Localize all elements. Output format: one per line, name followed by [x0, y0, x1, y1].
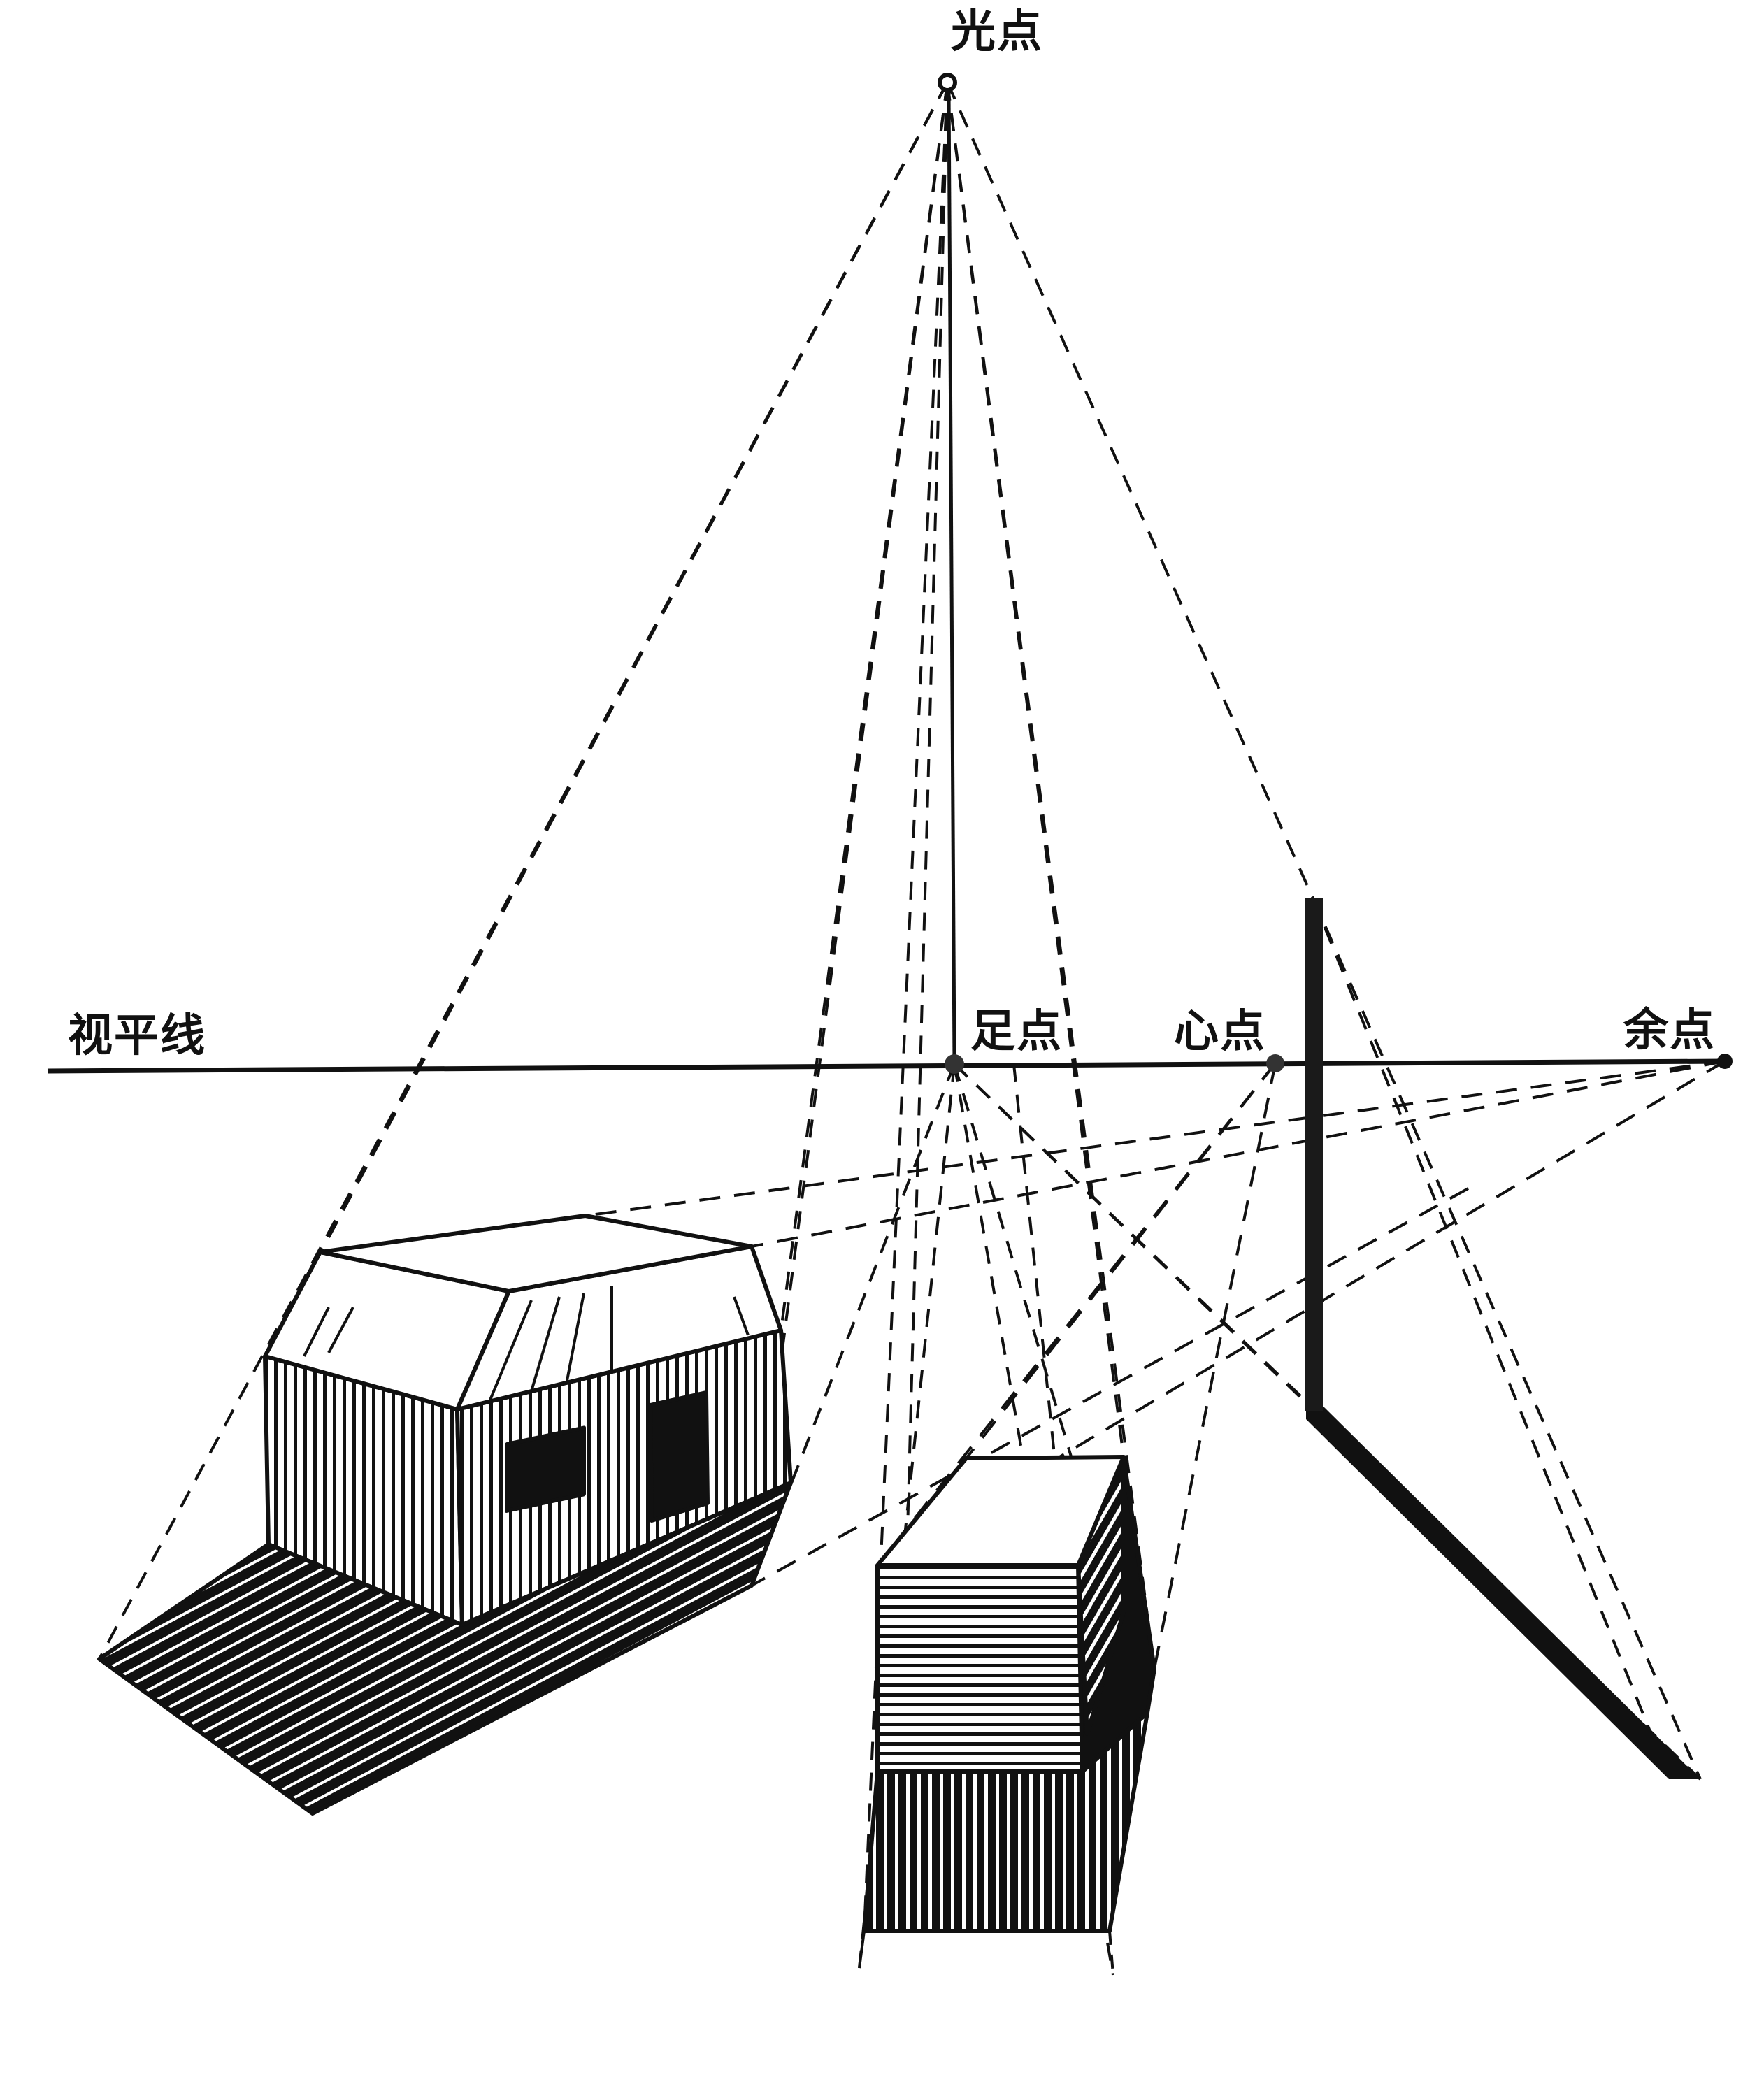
center-point-marker	[1266, 1054, 1284, 1072]
remainder-point-label: 余点	[1623, 1005, 1716, 1056]
light-point-marker	[938, 73, 957, 92]
house-door	[648, 1390, 710, 1523]
horizon-line-label: 视平线	[68, 1010, 206, 1062]
center-point-label: 心点	[1174, 1006, 1266, 1058]
light-point-label: 光点	[951, 6, 1043, 58]
light-vertical-line	[947, 90, 956, 1065]
house	[97, 1214, 793, 1816]
house-window	[505, 1425, 586, 1513]
remainder-point-marker	[1717, 1054, 1733, 1069]
house-roof-top	[318, 1214, 754, 1293]
foot-point-marker	[945, 1054, 964, 1074]
foot-point-label: 足点	[970, 1006, 1063, 1058]
box-top-face	[875, 1455, 1126, 1567]
box-front-face	[875, 1563, 1084, 1774]
pole-shadow	[1306, 1407, 1700, 1779]
pole	[1305, 898, 1700, 1779]
pole-body	[1305, 898, 1323, 1411]
horizon-line	[47, 1058, 1726, 1074]
box	[858, 1455, 1156, 1976]
light-rays	[98, 82, 1702, 1932]
